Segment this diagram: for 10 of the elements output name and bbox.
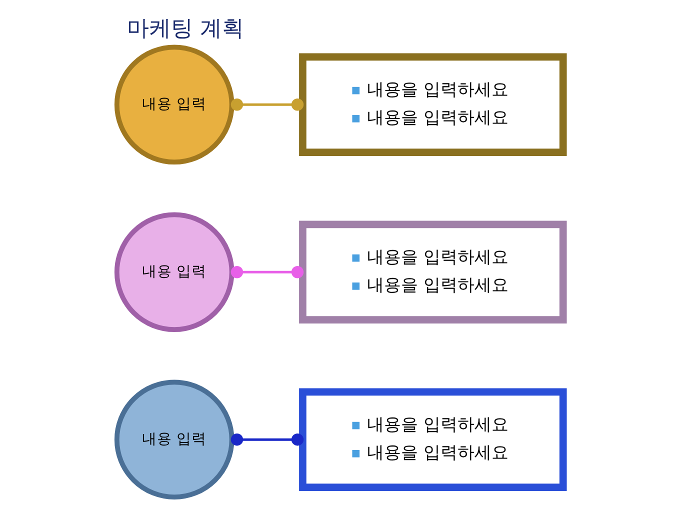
node-circle: 내용 입력 [114, 44, 234, 165]
node-box: 내용을 입력하세요 내용을 입력하세요 [299, 53, 567, 156]
connector [230, 98, 304, 111]
connector [230, 433, 304, 446]
diagram-title: 마케팅 계획 [126, 16, 244, 42]
connector [230, 266, 304, 278]
node-box: 내용을 입력하세요 내용을 입력하세요 [299, 220, 567, 324]
node-box: 내용을 입력하세요 내용을 입력하세요 [299, 388, 567, 491]
node-circle: 내용 입력 [114, 380, 234, 500]
node-circle: 내용 입력 [114, 212, 234, 332]
